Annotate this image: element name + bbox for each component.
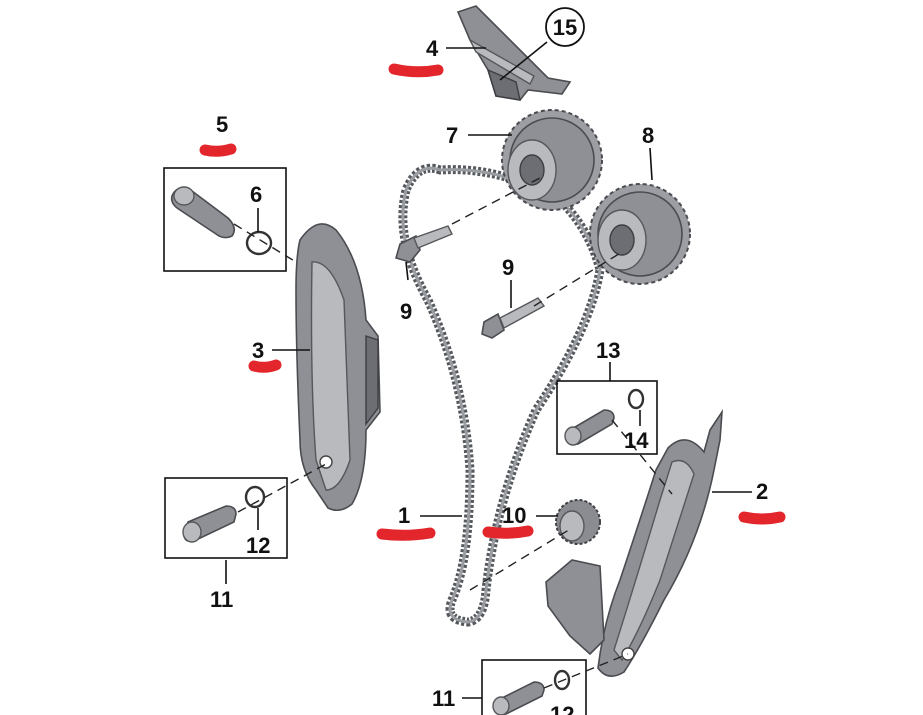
highlight-marks [199,63,786,541]
callout-3: 3 [252,338,264,363]
callout-12-left: 12 [246,533,270,558]
tensioner-box [163,167,287,272]
tensioning-rail [295,223,381,512]
callout-7: 7 [446,123,458,148]
callout-15-circle [545,7,585,47]
callout-2: 2 [756,479,768,504]
callout-11-bottom: 11 [432,686,455,711]
callout-14: 14 [624,428,649,453]
callout-6: 6 [250,182,262,207]
callout-15: 15 [553,15,577,40]
pin-box-bottom [481,659,587,715]
guide-rail-right [545,409,724,677]
callout-8: 8 [642,123,654,148]
timing-chain [398,163,605,627]
callout-4: 4 [426,36,439,61]
crankshaft-sprocket [555,499,601,545]
seal-ring-bottom [553,669,571,691]
callout-5: 5 [216,112,228,137]
guide-pin-upper [395,225,453,263]
camshaft-sprocket-intake [501,109,603,211]
seal-ring-right [627,388,645,410]
callout-11-left: 11 [210,587,233,612]
callout-9-lower: 9 [502,255,514,280]
tensioner-piston [170,186,236,239]
pin-bolt-right [564,409,615,446]
callout-9-upper: 9 [400,299,412,324]
seal-ring-left [244,485,266,509]
tensioner-seal-ring [245,230,273,256]
pin-bolt-bottom [492,681,545,715]
callout-12-bottom: 12 [550,702,574,715]
upper-guide-rail [456,5,572,101]
camshaft-sprocket-exhaust [589,183,691,285]
assembly-lines [233,177,673,689]
pin-box-left [164,477,288,559]
pin-box-right [556,380,658,455]
callout-1: 1 [398,503,410,528]
bolt-lower [481,297,546,339]
leader-lines [225,41,752,699]
callout-13: 13 [596,338,620,363]
callout-10: 10 [502,503,526,528]
pin-bolt-left [182,505,237,543]
